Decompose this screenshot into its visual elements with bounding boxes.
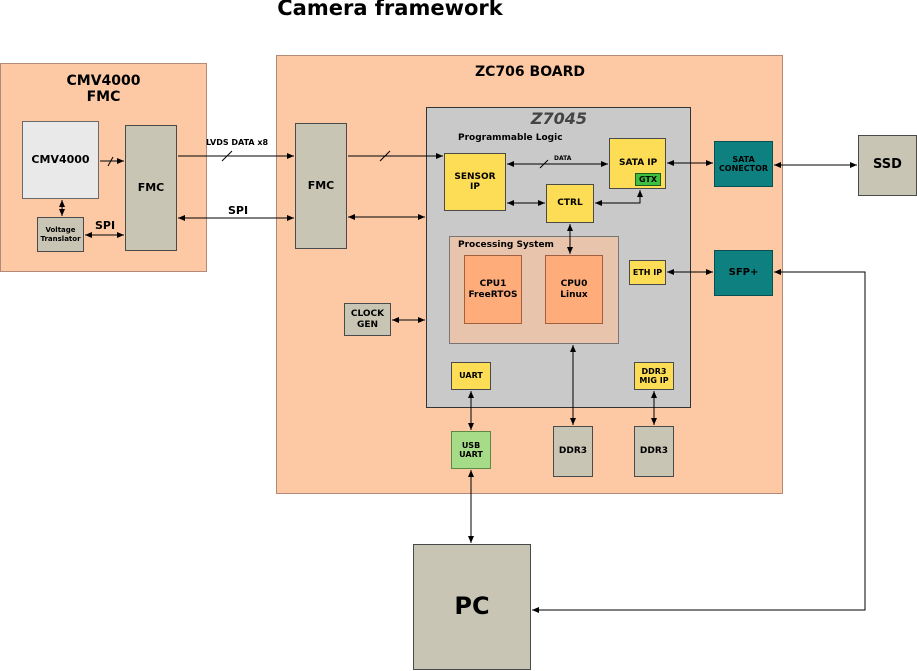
voltage-translator-block: Voltage Translator bbox=[37, 217, 84, 252]
sensor-ip-block: SENSOR IP bbox=[444, 153, 506, 211]
spi-label: SPI bbox=[228, 204, 249, 217]
sfp-to-pc-link bbox=[532, 269, 866, 613]
sata-ip-label: SATA IP bbox=[619, 158, 658, 168]
zc706-board-title: ZC706 BOARD bbox=[475, 64, 585, 80]
cmv4000-sensor-block: CMV4000 bbox=[22, 121, 99, 199]
ssd-block: SSD bbox=[858, 135, 917, 196]
cmv4000-fmc-title: CMV4000 FMC bbox=[66, 73, 141, 105]
pc-block: PC bbox=[413, 544, 531, 670]
diagram-title: Camera framework bbox=[277, 0, 503, 20]
usb-uart-block: USB UART bbox=[451, 431, 491, 469]
uart-block: UART bbox=[451, 362, 491, 390]
spi-small-label: SPI bbox=[95, 219, 116, 232]
ctrl-block: CTRL bbox=[546, 184, 594, 223]
sata-connector-block: SATA CONECTOR bbox=[714, 141, 773, 187]
processing-system-label: Processing System bbox=[458, 240, 554, 250]
cpu1-block: CPU1 FreeRTOS bbox=[464, 255, 522, 324]
data-label: DATA bbox=[554, 155, 572, 162]
ctrl-to-sata-link bbox=[595, 190, 643, 206]
gtx-block: GTX bbox=[635, 173, 661, 186]
z7045-title: Z7045 bbox=[530, 109, 588, 128]
fmc-left-block: FMC bbox=[125, 125, 177, 251]
programmable-logic-label: Programmable Logic bbox=[458, 133, 563, 143]
clock-gen-block: CLOCK GEN bbox=[344, 303, 391, 336]
fmc-board-block: FMC bbox=[295, 123, 347, 249]
lvds-data-label: LVDS DATA x8 bbox=[206, 138, 269, 147]
